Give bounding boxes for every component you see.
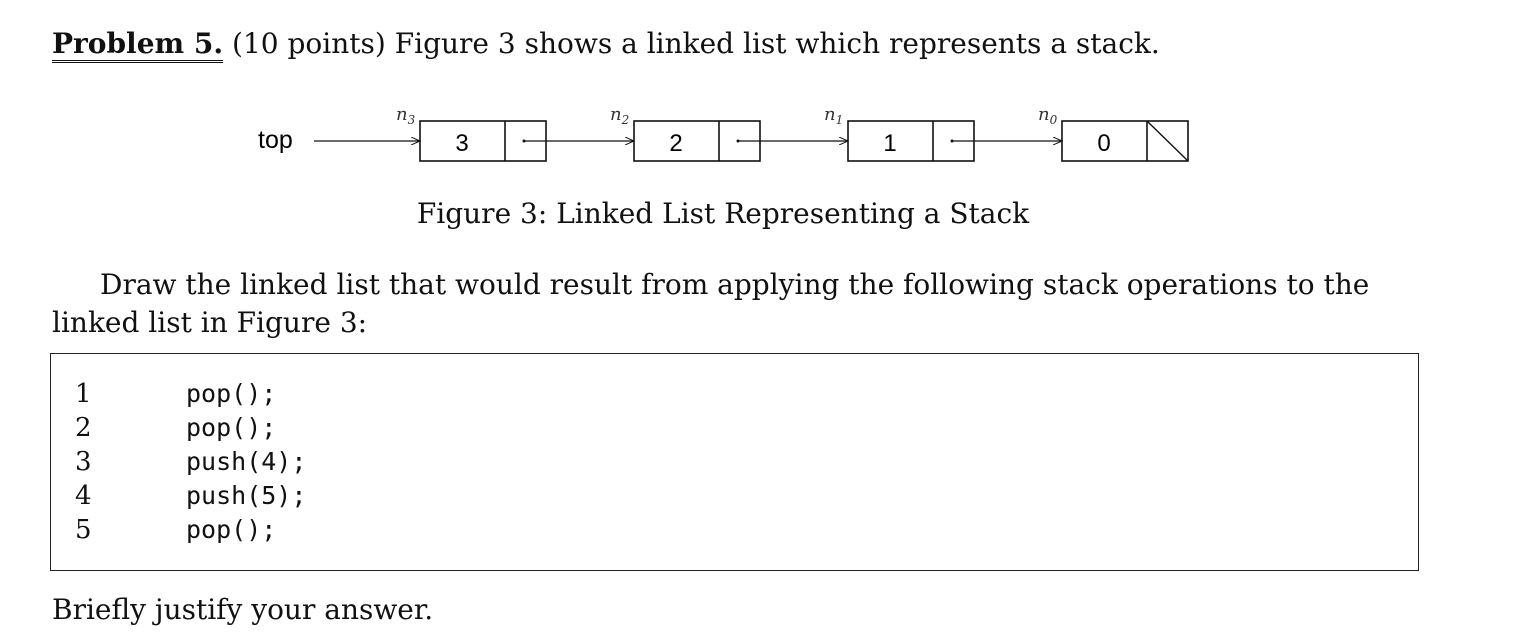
problem-heading: Problem 5. (10 points) Figure 3 shows a … bbox=[52, 24, 1160, 64]
code-text: pop(); bbox=[186, 379, 277, 408]
line-number: 3 bbox=[75, 447, 92, 477]
node-n2: 2 n2 bbox=[610, 104, 761, 162]
node-n2-value: 2 bbox=[669, 130, 682, 157]
line-number: 2 bbox=[75, 413, 92, 443]
problem-text: (10 points) Figure 3 shows a linked list… bbox=[223, 27, 1160, 60]
node-n3-value: 3 bbox=[455, 130, 468, 157]
linked-list-figure: top 3 n3 2 n2 1 n1 0 n0 bbox=[258, 104, 1189, 162]
null-pointer-slash bbox=[1146, 120, 1189, 162]
code-text: pop(); bbox=[186, 515, 277, 544]
code-text: pop(); bbox=[186, 413, 277, 442]
code-listing-box: 1 pop(); 2 pop(); 3 push(4); 4 push(5); … bbox=[50, 353, 1419, 571]
justify-prompt: Briefly justify your answer. bbox=[52, 593, 434, 626]
node-n2-name: n2 bbox=[610, 104, 629, 127]
figure-caption: Figure 3: Linked List Representing a Sta… bbox=[416, 197, 1030, 230]
node-n1-name: n1 bbox=[824, 104, 843, 127]
node-n3-name: n3 bbox=[396, 104, 416, 127]
line-number: 4 bbox=[75, 481, 92, 511]
code-text: push(5); bbox=[186, 481, 307, 510]
problem-label: Problem 5. bbox=[52, 27, 224, 60]
top-label: top bbox=[258, 126, 293, 154]
line-number: 5 bbox=[75, 515, 92, 545]
node-n3: 3 n3 bbox=[396, 104, 547, 162]
code-text: push(4); bbox=[186, 447, 307, 476]
node-n1: 1 n1 bbox=[824, 104, 975, 162]
node-n0-name: n0 bbox=[1038, 104, 1058, 127]
node-n0-value: 0 bbox=[1097, 130, 1110, 157]
instruction-paragraph: Draw the linked list that would result f… bbox=[52, 268, 1370, 339]
node-n0: 0 n0 bbox=[1038, 104, 1189, 162]
line-number: 1 bbox=[75, 379, 92, 409]
node-n1-value: 1 bbox=[883, 130, 896, 157]
